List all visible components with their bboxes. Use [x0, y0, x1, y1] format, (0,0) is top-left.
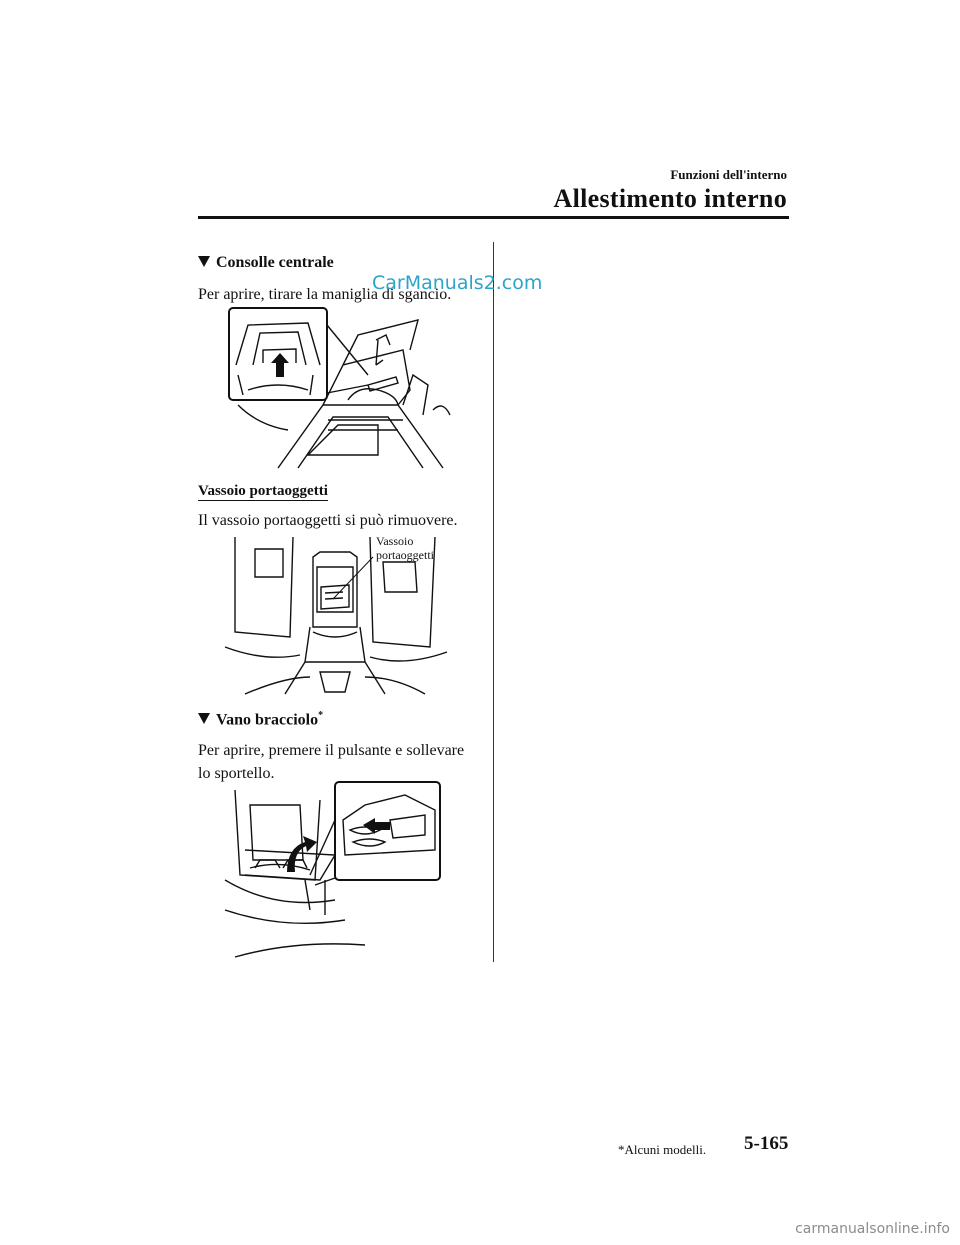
- console-heading: Consolle centrale: [198, 254, 334, 272]
- tray-text: Il vassoio portaoggetti si può rimuovere…: [198, 512, 458, 529]
- watermark-overlay: CarManuals2.com: [372, 272, 543, 294]
- console-illustration: [228, 307, 451, 469]
- tray-callout: Vassoio portaoggetti: [376, 534, 434, 562]
- column-divider: [493, 242, 494, 962]
- header-rule: [198, 216, 789, 219]
- footnote: *Alcuni modelli.: [618, 1142, 707, 1157]
- armrest-illustration: [224, 781, 441, 958]
- triangle-bullet-icon: [198, 713, 210, 725]
- page-number: 5-165: [744, 1133, 789, 1154]
- armrest-text: Per aprire, premere il pulsante e sollev…: [198, 742, 465, 782]
- armrest-heading: Vano bracciolo*: [198, 710, 323, 729]
- chapter-label: Funzioni dell'interno: [670, 167, 787, 182]
- triangle-bullet-icon: [198, 256, 210, 267]
- tray-illustration: [224, 536, 448, 695]
- tray-heading: Vassoio portaoggetti: [198, 483, 328, 501]
- section-title: Allestimento interno: [553, 184, 787, 213]
- footer-watermark: carmanualsonline.info: [795, 1221, 950, 1237]
- console-text: Per aprire, tirare la maniglia di sganci…: [198, 286, 452, 303]
